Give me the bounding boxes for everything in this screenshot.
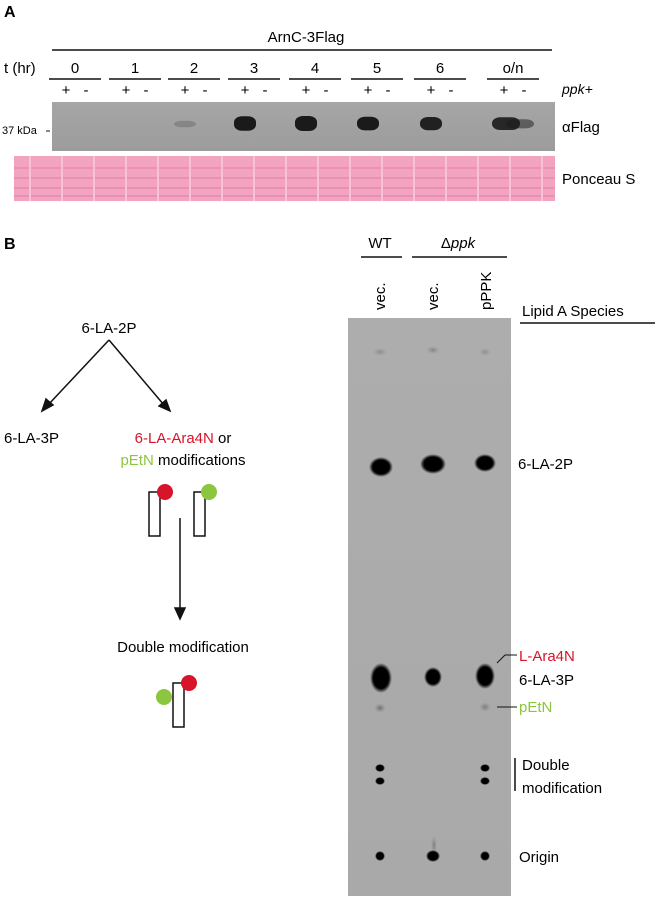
mw-marker-label: 37 kDa (2, 125, 38, 137)
ppk-sign: - (144, 82, 149, 99)
construct-label: ArnC-3Flag (268, 29, 345, 46)
ppk-label: ppk+ (561, 81, 593, 97)
ppk-label-text: ppk+ (561, 81, 593, 97)
timepoint-group: 0+-1+-2+-3+-4+-5+-6+-o/n+- (49, 60, 539, 99)
blot-band (506, 119, 534, 129)
ponceau-lanes (14, 156, 555, 201)
spot-top-ppk (479, 348, 491, 356)
blot-bands (174, 116, 534, 131)
scheme-parent: 6-LA-2P (81, 320, 136, 337)
spot-top-wt (373, 348, 387, 356)
spot-origin-ppk (480, 851, 490, 861)
delta-ppk-label: Δppk (441, 235, 477, 252)
spot-double-wt-a (375, 764, 385, 772)
lipid-ara4n-cartoon (148, 484, 173, 537)
scheme-product-right-2: pEtN modifications (120, 452, 245, 469)
ppk-sign: - (263, 82, 268, 99)
spot-petn-wt (374, 703, 386, 713)
lane-label-1: vec. (372, 282, 389, 310)
blot-band (357, 116, 379, 131)
species-petn: pEtN (519, 699, 552, 716)
scheme-arrows (40, 339, 187, 621)
modifications-text: modifications (154, 452, 246, 469)
ppk-sign: - (84, 82, 89, 99)
ara4n-text: 6-LA-Ara4N (135, 430, 214, 447)
timepoint-label: 4 (311, 60, 319, 77)
spot-double-ppk-b (480, 777, 490, 785)
lane-label-2: vec. (425, 282, 442, 310)
lipid-double-cartoon (156, 675, 197, 728)
scheme-double: Double modification (117, 639, 249, 656)
timepoint-label: 0 (71, 60, 79, 77)
ppk-sign: - (522, 82, 527, 99)
timepoint-label: 2 (190, 60, 198, 77)
blot-band (420, 117, 442, 131)
species-double-2: modification (522, 780, 602, 797)
species-double-1: Double (522, 757, 570, 774)
blot-band (174, 120, 196, 128)
or-text: or (214, 430, 232, 447)
petn-text: pEtN (120, 452, 153, 469)
timepoint-label: 5 (373, 60, 381, 77)
ppk-sign: + (427, 82, 436, 99)
ppk-sign: + (181, 82, 190, 99)
blot-band (295, 116, 317, 131)
tlc-spots (369, 346, 496, 862)
spot-petn-ppk (479, 702, 491, 712)
ppk-sign: + (241, 82, 250, 99)
spot-la3p-wt (370, 663, 392, 693)
spot-la2p-vec (420, 454, 446, 474)
ppk-italic: ppk (450, 235, 477, 252)
spot-origin-vec (426, 850, 440, 862)
ponceau-label: Ponceau S (562, 171, 635, 188)
wt-label: WT (368, 235, 391, 252)
spot-top-vec (426, 346, 440, 354)
spot-double-ppk-a (480, 764, 490, 772)
spot-la2p-wt (369, 457, 393, 477)
lipid-petn-cartoon (193, 484, 217, 537)
time-axis-label: t (hr) (4, 60, 36, 77)
species-la2p: 6-LA-2P (518, 456, 573, 473)
ppk-sign: + (302, 82, 311, 99)
ppk-sign: - (203, 82, 208, 99)
timepoint-label: 6 (436, 60, 444, 77)
spot-origin-vec-smear (431, 836, 437, 854)
ppk-sign: - (324, 82, 329, 99)
ppk-sign: - (386, 82, 391, 99)
spot-la3p-vec (424, 667, 442, 687)
delta-symbol: Δ (441, 235, 451, 252)
species-la3p: 6-LA-3P (519, 672, 574, 689)
timepoint-label: 3 (250, 60, 258, 77)
ara4n-leader (496, 654, 506, 664)
blot-antibody-label: αFlag (562, 119, 600, 136)
ppk-sign: + (62, 82, 71, 99)
lane-label-3: pPPK (478, 272, 495, 310)
spot-la2p-ppk (474, 454, 496, 472)
species-origin: Origin (519, 849, 559, 866)
panel-a-letter: A (4, 4, 16, 21)
blot-band (234, 116, 256, 131)
ppk-sign: + (364, 82, 373, 99)
timepoint-label: 1 (131, 60, 139, 77)
tlc-plate (348, 318, 511, 896)
spot-double-wt-b (375, 777, 385, 785)
spot-origin-wt (375, 851, 385, 861)
spot-la3p-ppk (475, 663, 495, 689)
scheme-product-right: 6-LA-Ara4N or (135, 430, 232, 447)
ppk-sign: - (449, 82, 454, 99)
ppk-sign: + (500, 82, 509, 99)
timepoint-label: o/n (503, 60, 524, 77)
ppk-sign: + (122, 82, 131, 99)
species-header: Lipid A Species (522, 303, 624, 320)
species-ara4n: L-Ara4N (519, 648, 575, 665)
panel-b-letter: B (4, 236, 16, 253)
scheme-product-left: 6-LA-3P (4, 430, 59, 447)
